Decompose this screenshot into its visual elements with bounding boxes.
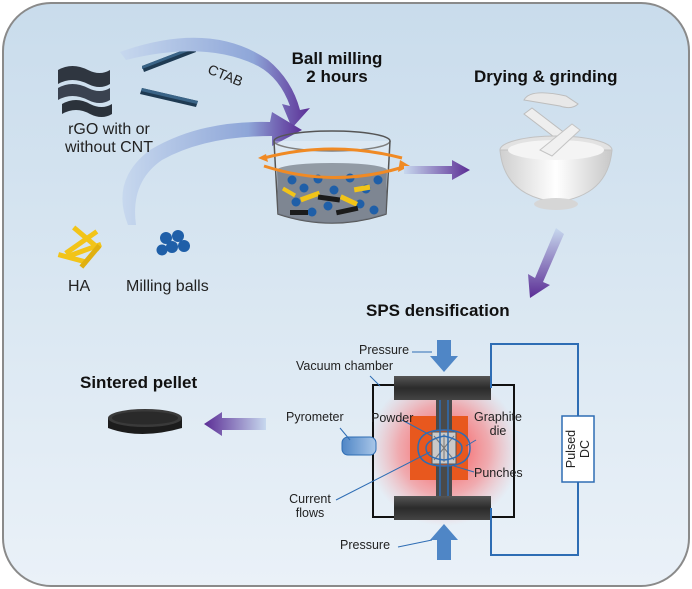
powder-label: Powder bbox=[371, 411, 414, 425]
milling-balls-label: Milling balls bbox=[126, 278, 209, 295]
ha-arrow bbox=[122, 112, 303, 225]
pressure-bottom-label: Pressure bbox=[340, 538, 391, 552]
graphite-die-line1: Graphite bbox=[474, 410, 522, 424]
current-flows-label: Current flows bbox=[282, 492, 338, 520]
rgo-label-line2: without CNT bbox=[64, 139, 154, 156]
current-flows-line2: flows bbox=[295, 506, 325, 520]
ha-label: HA bbox=[68, 278, 91, 295]
rgo-label: rGO with or without CNT bbox=[48, 121, 170, 157]
pressure-top-label: Pressure bbox=[359, 343, 410, 357]
mortar-pestle-icon bbox=[499, 92, 613, 210]
pulsed-dc-line1: Pulsed bbox=[564, 429, 578, 469]
ball-milling-line1: Ball milling bbox=[291, 49, 383, 68]
graphite-die-line2: die bbox=[489, 424, 507, 438]
punches-label: Punches bbox=[474, 466, 523, 480]
sintered-pellet-icon bbox=[108, 409, 182, 434]
arrow-to-pellet bbox=[204, 412, 266, 436]
ctab-arrow bbox=[120, 37, 310, 128]
current-flows-line1: Current bbox=[289, 492, 331, 506]
milling-balls-icon bbox=[156, 230, 190, 256]
sps-apparatus bbox=[335, 340, 595, 560]
pulsed-dc-label: Pulsed DC bbox=[564, 419, 592, 479]
pyrometer-label: Pyrometer bbox=[286, 410, 344, 424]
graphite-die-label: Graphite die bbox=[468, 410, 528, 438]
rotation-indicator bbox=[258, 147, 410, 179]
cnt-rods-icon bbox=[140, 46, 198, 107]
ha-particles-icon bbox=[57, 225, 102, 269]
drying-grinding-title: Drying & grinding bbox=[474, 67, 618, 86]
sintered-pellet-title: Sintered pellet bbox=[80, 373, 198, 392]
vacuum-chamber-label: Vacuum chamber bbox=[296, 359, 394, 373]
pulsed-dc-line2: DC bbox=[578, 439, 592, 459]
rgo-sheets-icon bbox=[58, 66, 112, 117]
ball-milling-line2: 2 hours bbox=[306, 67, 368, 86]
rgo-label-line1: rGO with or bbox=[68, 121, 150, 138]
sps-densification-title: SPS densification bbox=[366, 301, 510, 320]
arrow-to-drying bbox=[404, 160, 470, 180]
ball-milling-title: Ball milling 2 hours bbox=[282, 50, 392, 86]
arrow-to-sps bbox=[528, 228, 564, 298]
